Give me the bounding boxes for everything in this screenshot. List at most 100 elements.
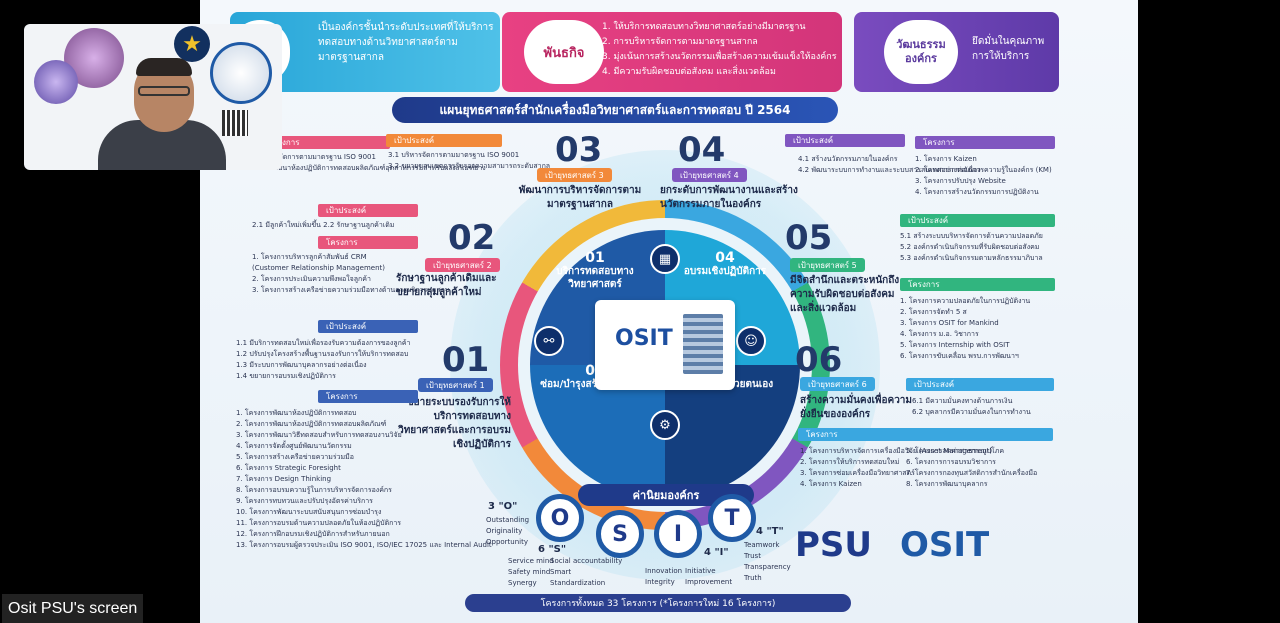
backdrop-crystal-image <box>34 60 78 104</box>
project-item: 5. โครงการลดค่าสาธารณูปโภค <box>906 447 1005 455</box>
project-item: (Customer Relationship Management) <box>252 264 385 272</box>
goal-4-tag: เป้ายุทธศาสตร์ 4 <box>672 168 747 182</box>
value-item: Originality <box>486 527 523 535</box>
value-item: Integrity <box>645 578 675 586</box>
goal-3-tag: เป้ายุทธศาสตร์ 3 <box>537 168 612 182</box>
value-item: Truth <box>744 574 762 582</box>
objective-item: 3.1 บริหารจัดการตามมาตรฐาน ISO 9001 <box>388 151 520 159</box>
project-item: 7. โครงการกองทุนสวัสดิการสำนักเครื่องมือ <box>906 469 1038 477</box>
goal-5-tag: เป้ายุทธศาสตร์ 5 <box>790 258 865 272</box>
value-item: Initiative <box>685 567 716 575</box>
mission-item: 1. ให้บริการทดสอบทางวิทยาศาสตร์อย่างมีมา… <box>602 22 806 32</box>
project-item: 4. โครงการ ม.อ. วิชาการ <box>900 330 979 338</box>
document-icon: ▦ <box>650 244 680 274</box>
value-s-list: Service mind Social accountability Safet… <box>508 556 622 589</box>
value-item: Innovation <box>645 567 683 575</box>
mission-item: 2. การบริหารจัดการตามมาตรฐานสากล <box>602 37 758 47</box>
total-projects-band: โครงการทั้งหมด 33 โครงการ (*โครงการใหม่ … <box>465 594 851 612</box>
goal-3-number: 03 <box>555 130 603 170</box>
goal-3-objective-list: 3.1 บริหารจัดการตามมาตรฐาน ISO 9001 3.2 … <box>388 150 550 172</box>
quadrant-4-text: อบรมเชิงปฏิบัติการ <box>683 266 767 277</box>
objective-item: 6.1 มีความมั่นคงทางด้านการเงิน <box>912 397 1013 405</box>
mission-item: 4. มีความรับผิดชอบต่อสังคม และสิ่งแวดล้อ… <box>602 67 776 77</box>
presenter-webcam-video: ★ <box>24 24 282 170</box>
goal-2-title: รักษาฐานลูกค้าเดิมและขยายกลุ่มลูกค้าใหม่ <box>396 273 497 298</box>
value-s-label: 6 "S" <box>538 544 567 555</box>
value-i-circle: I <box>654 510 702 558</box>
objective-item: 1.2 ปรับปรุงโครงสร้างพื้นฐานรองรับการให้… <box>236 350 409 358</box>
left-top-project-head: โครงการ <box>260 136 390 149</box>
project-item: 2. โครงการพัฒนาห้องปฏิบัติการทดสอบผลิตภั… <box>235 164 486 172</box>
project-item: 8. โครงการพัฒนาบุคลากร <box>906 480 988 488</box>
goal-2-objective-list: 2.1 มีลูกค้าใหม่เพิ่มขึ้น 2.2 รักษาฐานลู… <box>252 220 394 231</box>
presenter-glasses <box>138 86 190 96</box>
project-item: 2. โครงการพัฒนาห้องปฏิบัติการทดสอบผลิตภั… <box>236 420 387 428</box>
goal-1-title: ขยายระบบรองรับการให้บริการทดสอบทางวิทยาศ… <box>398 397 511 450</box>
goal-6-project-list-a: 1. โครงการบริหารจัดการเครื่องมือวิจัย (A… <box>800 446 992 490</box>
people-icon: ☺ <box>736 326 766 356</box>
project-item: 5. โครงการ Internship with OSIT <box>900 341 1010 349</box>
backdrop-microscope-image <box>210 42 272 104</box>
objective-item: 1.3 มีระบบการพัฒนาบุคลากรอย่างต่อเนื่อง <box>236 361 367 369</box>
project-item: 8. โครงการอบรมความรู้ในการบริหารจัดการอง… <box>236 486 392 494</box>
value-t-label: 4 "T" <box>756 526 784 537</box>
goal-6-project-list-b: 5. โครงการลดค่าสาธารณูปโภค 6. โครงการการ… <box>906 446 1037 490</box>
value-item: Trust <box>744 552 761 560</box>
project-item: 11. โครงการอบรมด้านความปลอดภัยในห้องปฏิบ… <box>236 519 402 527</box>
presenter-hair <box>136 58 192 76</box>
objective-item: 6.2 บุคลากรมีความมั่นคงในการทำงาน <box>912 408 1031 416</box>
objective-item: 2.1 มีลูกค้าใหม่เพิ่มขึ้น 2.2 รักษาฐานลู… <box>252 221 395 229</box>
goal-6-tag: เป้ายุทธศาสตร์ 6 <box>800 377 875 391</box>
mission-list: 1. ให้บริการทดสอบทางวิทยาศาสตร์อย่างมีมา… <box>602 20 837 80</box>
goal-2-number: 02 <box>448 218 496 258</box>
goal-2-tag: เป้ายุทธศาสตร์ 2 <box>425 258 500 272</box>
value-item: Outstanding <box>486 516 530 524</box>
goal-4-objective-list: 4.1 สร้างนวัตกรรมภายในองค์กร 4.2 พัฒนาระ… <box>798 154 981 176</box>
left-top-project-list: ...ระบบบริหารจัดการตามมาตรฐาน ISO 9001 2… <box>235 152 486 174</box>
plan-title: แผนยุทธศาสตร์สำนักเครื่องมือวิทยาศาสตร์แ… <box>392 97 838 123</box>
value-item: Service mind <box>508 557 554 565</box>
objective-item: 5.1 สร้างระบบบริหารจัดการด้านความปลอดภัย <box>900 232 1043 240</box>
value-i-label: 4 "I" <box>704 547 729 558</box>
value-t-list: Teamwork Trust Transparency Truth <box>744 540 791 584</box>
quadrant-4-label: 04 อบรมเชิงปฏิบัติการ <box>670 251 780 278</box>
value-t-circle: T <box>708 494 756 542</box>
project-item: 12. โครงการฝึกอบรมเชิงปฏิบัติการสำหรับภา… <box>236 530 390 538</box>
project-item: 2. โครงการการจัดการความรู้ในองค์กร (KM) <box>915 166 1052 174</box>
value-item: Teamwork <box>744 541 780 549</box>
osit-logo: OSIT <box>900 525 990 565</box>
value-o-circle: O <box>536 494 584 542</box>
goal-6-objective-list: 6.1 มีความมั่นคงทางด้านการเงิน 6.2 บุคลา… <box>912 396 1031 418</box>
value-item: Improvement <box>685 578 733 586</box>
mission-badge: พันธกิจ <box>524 20 604 84</box>
value-item: Smart <box>550 568 572 576</box>
objective-item: 4.2 พัฒนาระบบการทำงานและระบบสารสนเทศอย่า… <box>798 166 981 174</box>
goal-6-title: สร้างความมั่นคงเพื่อความยั่งยืนขององค์กร <box>800 395 913 420</box>
goal-1-objective-head: เป้าประสงค์ <box>318 320 418 333</box>
quadrant-1-text: บริการทดสอบทางวิทยาศาสตร์ <box>556 266 634 290</box>
building-graphic <box>683 314 723 374</box>
goal-5-objective-head: เป้าประสงค์ <box>900 214 1055 227</box>
vision-text: เป็นองค์กรชั้นนำระดับประเทศที่ให้บริการท… <box>318 22 494 63</box>
goal-6-project-head: โครงการ <box>798 428 1053 441</box>
osit-building-core: OSIT <box>595 300 735 390</box>
qr-code-icon <box>222 110 248 136</box>
value-i-list: Innovation Initiative Integrity Improvem… <box>645 566 735 588</box>
project-item: 13. โครงการอบรมผู้ตรวจประเมิน ISO 9001, … <box>236 541 492 549</box>
project-item: 6. โครงการการอบรมวิชาการ <box>906 458 996 466</box>
goal-3-title: พัฒนาการบริหารจัดการตามมาตรฐานสากล <box>518 185 642 210</box>
goal-6-number: 06 <box>795 340 843 380</box>
goal-5-number: 05 <box>785 218 833 258</box>
right-top-project-list: 1. โครงการ Kaizen 2. โครงการการจัดการควา… <box>915 154 1052 198</box>
project-item: 4. โครงการจัดตั้งศูนย์พัฒนานวัตกรรม <box>236 442 352 450</box>
objective-item: 1.1 มีบริการทดสอบใหม่เพื่อรองรับความต้อง… <box>236 339 411 347</box>
value-item: Opportunity <box>486 538 529 546</box>
goal-4-number: 04 <box>678 130 726 170</box>
goal-5-objective-list: 5.1 สร้างระบบบริหารจัดการด้านความปลอดภัย… <box>900 231 1043 264</box>
project-item: 3. โครงการพัฒนาวิธีทดสอบสำหรับการทดสอบงา… <box>236 431 402 439</box>
objective-item: 5.2 องค์กรดำเนินกิจกรรมที่รับผิดชอบต่อสั… <box>900 243 1040 251</box>
screen-share-label: Osit PSU's screen <box>2 594 144 623</box>
project-item: 4. โครงการสร้างนวัตกรรมการปฏิบัติงาน <box>915 188 1039 196</box>
objective-item: 5.3 องค์กรดำเนินกิจกรรมตามหลักธรรมาภิบาล <box>900 254 1043 262</box>
value-s-circle: S <box>596 510 644 558</box>
